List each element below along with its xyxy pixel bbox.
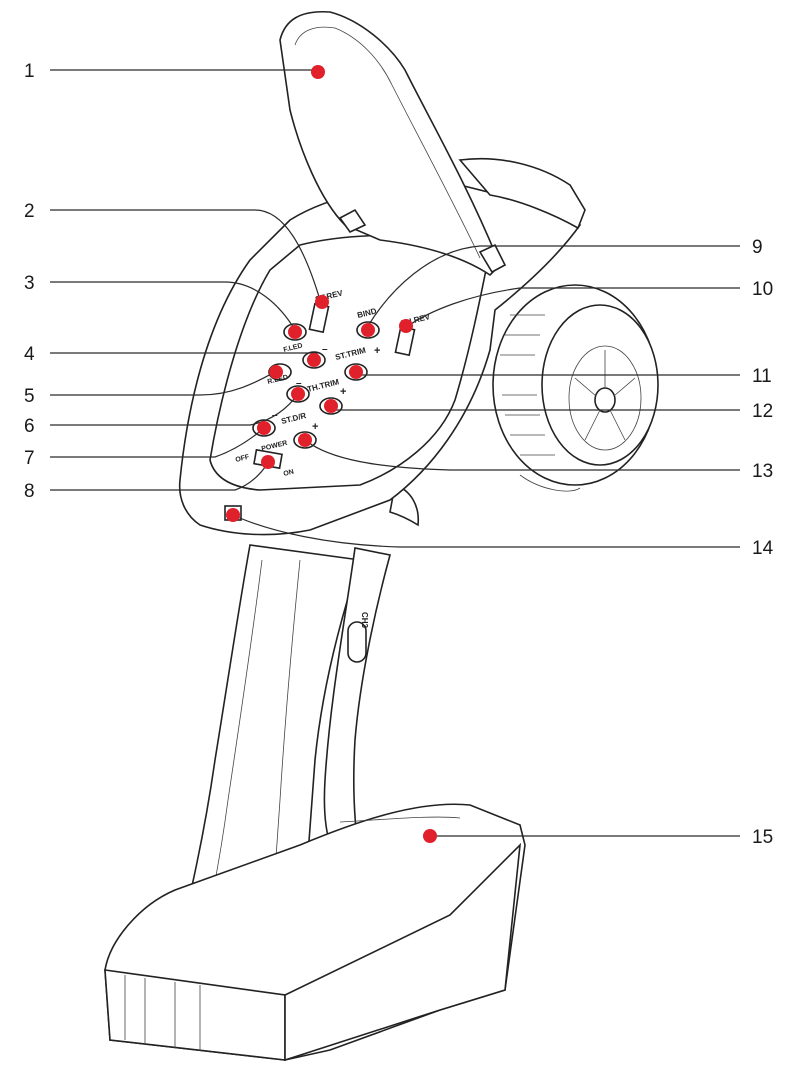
marker-3 (288, 325, 302, 339)
label-st-trim-minus: – (322, 344, 328, 355)
marker-8 (261, 455, 275, 469)
callout-12: 12 (752, 401, 773, 422)
marker-2 (315, 295, 329, 309)
marker-10 (399, 319, 413, 333)
callout-2: 2 (24, 201, 35, 222)
label-off: OFF (235, 454, 251, 464)
transmitter-body (104, 10, 659, 1062)
marker-7 (257, 421, 271, 435)
marker-12 (324, 399, 338, 413)
leader-lines (50, 69, 740, 837)
marker-13 (298, 433, 312, 447)
callout-10: 10 (752, 279, 773, 300)
callout-7: 7 (24, 448, 35, 469)
callout-8: 8 (24, 481, 35, 502)
callout-11: 11 (752, 366, 772, 387)
callout-9: 9 (752, 237, 763, 258)
callout-numbers: 1 2 3 4 5 6 7 8 9 10 11 12 13 14 15 (24, 61, 774, 848)
label-th-trim-minus: – (296, 378, 302, 389)
label-ch3: CH3 (360, 612, 369, 629)
ch3-switch (347, 621, 367, 663)
marker-5 (269, 365, 283, 379)
callout-markers (226, 65, 437, 843)
label-r-led: R.LED (267, 374, 289, 386)
callout-6: 6 (24, 416, 35, 437)
flip-cover (279, 10, 501, 277)
callout-5: 5 (24, 386, 35, 407)
label-f-led: F.LED (283, 342, 304, 353)
steering-wheel (492, 284, 659, 492)
marker-11 (349, 365, 363, 379)
callout-1: 1 (24, 61, 35, 82)
label-st-dr-plus: + (312, 421, 318, 433)
label-on: ON (283, 469, 295, 478)
marker-14 (226, 508, 240, 522)
marker-4 (307, 353, 321, 367)
label-st-trim-plus: + (374, 345, 380, 357)
label-th-trim-plus: + (340, 386, 346, 398)
callout-14: 14 (752, 538, 774, 559)
marker-1 (311, 65, 325, 79)
callout-15: 15 (752, 827, 773, 848)
marker-6 (291, 387, 305, 401)
callout-3: 3 (24, 273, 35, 294)
callout-4: 4 (24, 344, 35, 365)
callout-13: 13 (752, 461, 773, 482)
marker-15 (423, 829, 437, 843)
marker-9 (361, 323, 375, 337)
